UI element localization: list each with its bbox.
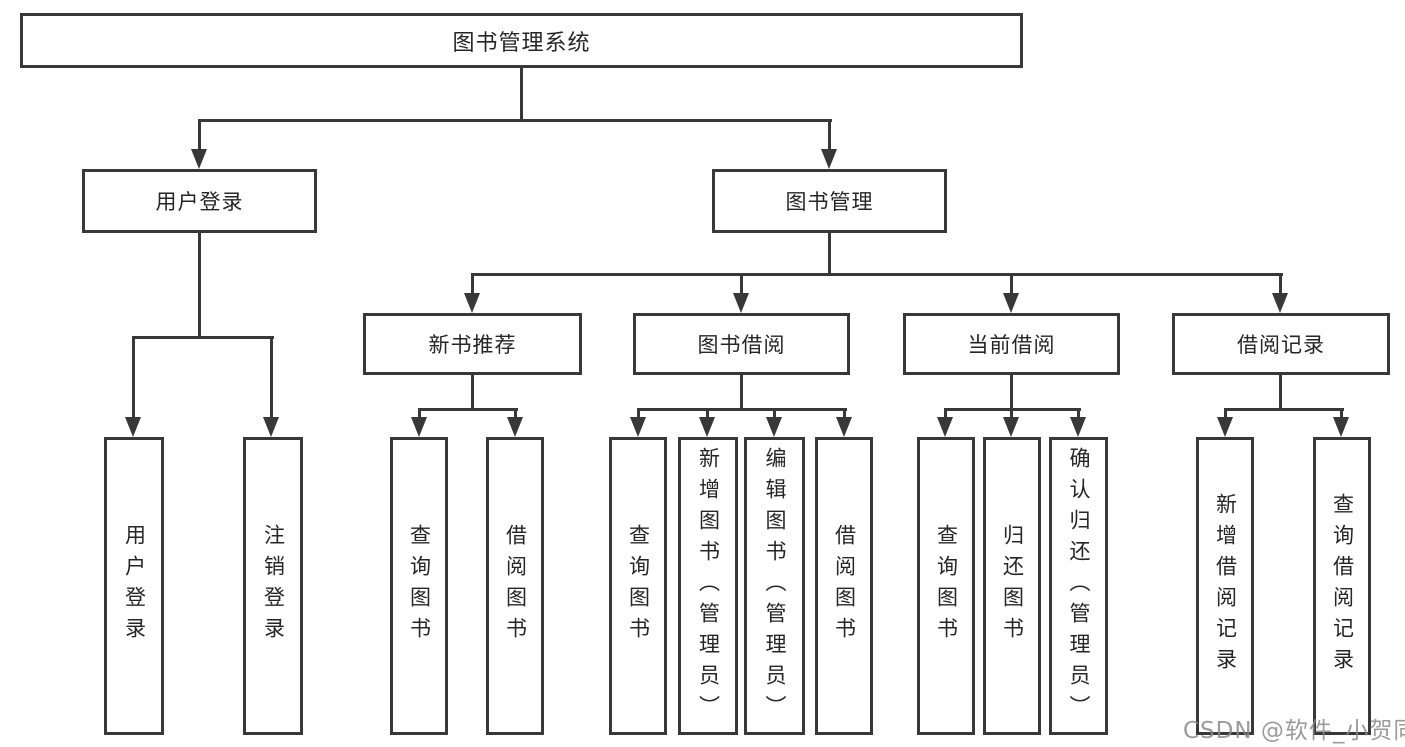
leaf-borrow-book: 借阅图书 [815, 437, 873, 735]
connector-bb-leaf1-stub [637, 408, 640, 421]
node-book-borrow: 图书借阅 [633, 313, 850, 375]
connector-login-leaf2-stub [270, 336, 273, 420]
connector-bookborrow-branch [637, 408, 847, 411]
node-new-book-recommend: 新书推荐 [363, 313, 582, 375]
connector-br-leaf1-stub [1224, 408, 1227, 421]
node-current-borrow-label: 当前借阅 [967, 333, 1056, 357]
connector-borrowrecord-feed [1279, 375, 1282, 411]
leaf-confirm-return-admin: 确认归还（管理员） [1049, 437, 1108, 735]
leaf-add-borrow-record: 新增借阅记录 [1196, 437, 1254, 735]
leaf-return-book: 归还图书 [983, 437, 1041, 735]
arrow-to-leaf-logout [263, 417, 279, 437]
leaf-edit-book-admin-label: 编辑图书（管理员） [763, 446, 787, 726]
node-book-management-label: 图书管理 [785, 190, 874, 214]
connector-borrowrecord-branch [1224, 408, 1344, 411]
leaf-edit-book-admin: 编辑图书（管理员） [744, 437, 805, 735]
connector-root-feed [520, 68, 523, 121]
leaf-borrow-book-label: 借阅图书 [832, 524, 857, 648]
watermark: CSDN @软件_小贺同学 [1183, 718, 1405, 744]
connector-level2-branch [198, 119, 832, 122]
arrow-to-book-mgmt [821, 149, 837, 169]
leaf-current-query-book-label: 查询图书 [934, 524, 959, 648]
connector-bb-leaf4-stub [843, 408, 846, 421]
leaf-add-book-admin-label: 新增图书（管理员） [696, 446, 721, 726]
leaf-query-borrow-record: 查询借阅记录 [1313, 437, 1371, 735]
connector-login-leaf1-stub [132, 336, 135, 420]
leaf-query-borrow-record-label: 查询借阅记录 [1330, 493, 1355, 679]
leaf-user-login: 用户登录 [104, 437, 164, 735]
connector-recommend-leaf1-stub [418, 408, 421, 421]
arrow-to-bb-add [699, 417, 715, 437]
leaf-recommend-query-book: 查询图书 [390, 437, 448, 735]
arrow-to-borrow-records [1272, 293, 1288, 313]
arrow-to-cb-query [937, 417, 953, 437]
connector-bb-leaf3-stub [773, 408, 776, 421]
leaf-confirm-return-admin-label: 确认归还（管理员） [1067, 446, 1091, 726]
leaf-add-book-admin: 新增图书（管理员） [678, 437, 738, 735]
node-borrow-records: 借阅记录 [1172, 313, 1390, 375]
node-current-borrow: 当前借阅 [903, 313, 1120, 375]
leaf-recommend-query-book-label: 查询图书 [407, 524, 432, 648]
node-user-login: 用户登录 [82, 169, 317, 233]
leaf-current-query-book: 查询图书 [917, 437, 975, 735]
connector-currentborrow-stub [1010, 273, 1013, 295]
leaf-logout-label: 注销登录 [261, 524, 286, 648]
connector-bookborrow-feed [740, 375, 743, 411]
arrow-to-cb-return [1003, 417, 1019, 437]
arrow-to-leaf-user-login [125, 417, 141, 437]
connector-user-login-stub [198, 119, 201, 153]
arrow-to-current-borrow [1003, 293, 1019, 313]
connector-recommend-branch [418, 408, 518, 411]
node-book-borrow-label: 图书借阅 [697, 333, 786, 357]
connector-login-group-branch [133, 336, 274, 339]
connector-user-login-feed [198, 233, 201, 338]
leaf-borrow-query-book-label: 查询图书 [626, 524, 651, 648]
connector-book-mgmt-stub [828, 119, 831, 153]
arrow-to-br-add [1217, 417, 1233, 437]
arrow-to-new-book-recommend [464, 293, 480, 313]
connector-newbook-stub [471, 273, 474, 295]
arrow-to-user-login [191, 149, 207, 169]
connector-recommend-feed [471, 375, 474, 411]
leaf-borrow-query-book: 查询图书 [609, 437, 667, 735]
arrow-to-br-query [1333, 417, 1349, 437]
connector-borrowrecord-stub [1279, 273, 1282, 295]
arrow-to-bb-edit [766, 417, 782, 437]
arrow-to-recommend-borrow [507, 417, 523, 437]
connector-bookborrow-stub [740, 273, 743, 295]
connector-br-leaf2-stub [1340, 408, 1343, 421]
arrow-to-bb-borrow [836, 417, 852, 437]
connector-cb-leaf1-stub [944, 408, 947, 421]
leaf-user-login-label: 用户登录 [122, 524, 147, 648]
node-borrow-records-label: 借阅记录 [1237, 333, 1325, 357]
connector-cb-leaf2-stub [1010, 408, 1013, 421]
connector-cb-leaf3-stub [1077, 408, 1080, 421]
node-book-management: 图书管理 [712, 169, 947, 233]
connector-recommend-leaf2-stub [514, 408, 517, 421]
connector-book-mgmt-feed [828, 233, 831, 276]
node-user-login-label: 用户登录 [155, 190, 244, 214]
leaf-recommend-borrow-book-label: 借阅图书 [503, 524, 528, 648]
arrow-to-cb-confirm [1070, 417, 1086, 437]
arrow-to-book-borrow [733, 293, 749, 313]
node-root-label: 图书管理系统 [452, 30, 591, 56]
leaf-logout: 注销登录 [243, 437, 303, 735]
connector-bb-leaf2-stub [706, 408, 709, 421]
leaf-return-book-label: 归还图书 [1000, 524, 1025, 648]
connector-currentborrow-feed [1010, 375, 1013, 411]
node-root: 图书管理系统 [20, 13, 1023, 68]
leaf-add-borrow-record-label: 新增借阅记录 [1213, 493, 1238, 679]
arrow-to-bb-query [630, 417, 646, 437]
connector-level3-branch [471, 273, 1283, 276]
node-new-book-recommend-label: 新书推荐 [428, 333, 517, 357]
arrow-to-recommend-query [411, 417, 427, 437]
leaf-recommend-borrow-book: 借阅图书 [486, 437, 544, 735]
